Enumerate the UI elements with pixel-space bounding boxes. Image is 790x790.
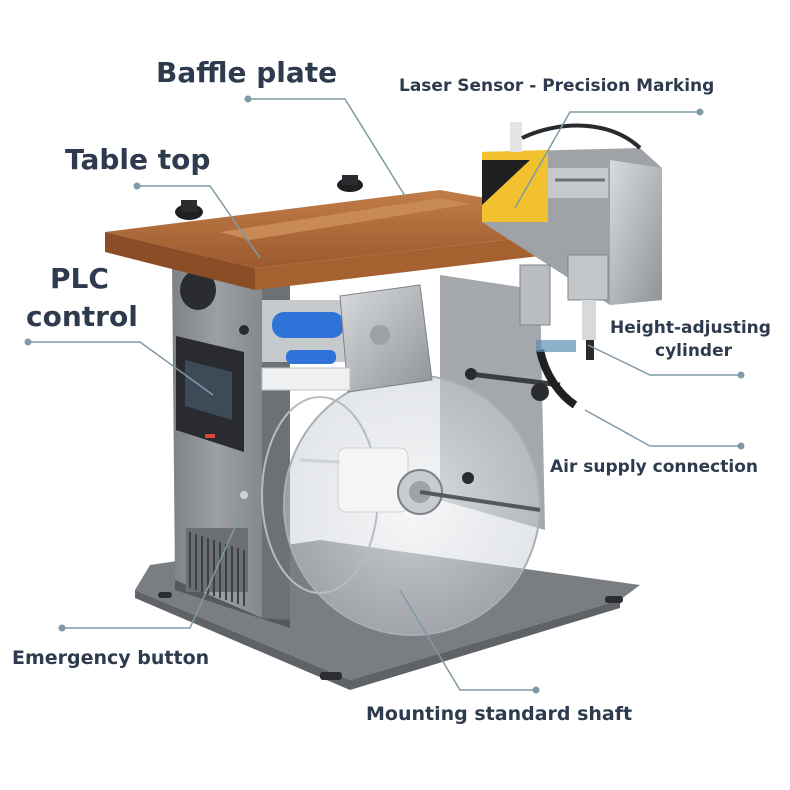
label-height-line1: Height-adjusting bbox=[610, 318, 771, 338]
label-baffle-plate: Baffle plate bbox=[156, 56, 338, 89]
air-supply-connector bbox=[531, 340, 578, 409]
label-air-supply: Air supply connection bbox=[550, 457, 758, 477]
label-plc-line1: PLC bbox=[50, 262, 109, 295]
vent-grille bbox=[186, 528, 248, 606]
leader-baffle-plate bbox=[244, 95, 406, 197]
label-table-top: Table top bbox=[65, 143, 211, 176]
leader-air-supply bbox=[584, 409, 745, 450]
plc-screen bbox=[176, 336, 244, 452]
height-adjusting-cylinder bbox=[519, 254, 609, 360]
label-roll bbox=[299, 447, 541, 515]
leader-lines bbox=[24, 95, 745, 694]
emergency-button bbox=[240, 491, 248, 499]
label-plc-line2: control bbox=[26, 300, 138, 333]
guide-rods bbox=[239, 325, 561, 484]
label-height-line2: cylinder bbox=[655, 341, 732, 361]
leader-mounting-shaft bbox=[399, 589, 540, 694]
label-emergency-button: Emergency button bbox=[12, 647, 210, 669]
leader-emergency-button bbox=[58, 497, 249, 632]
leader-laser-sensor bbox=[514, 108, 704, 209]
roller-assembly bbox=[261, 284, 433, 393]
label-laser-sensor: Laser Sensor - Precision Marking bbox=[399, 76, 715, 96]
leader-plc-control bbox=[24, 338, 214, 396]
leader-table-top bbox=[133, 182, 261, 259]
leader-height-cylinder bbox=[587, 344, 745, 379]
label-mounting-shaft: Mounting standard shaft bbox=[366, 703, 633, 725]
